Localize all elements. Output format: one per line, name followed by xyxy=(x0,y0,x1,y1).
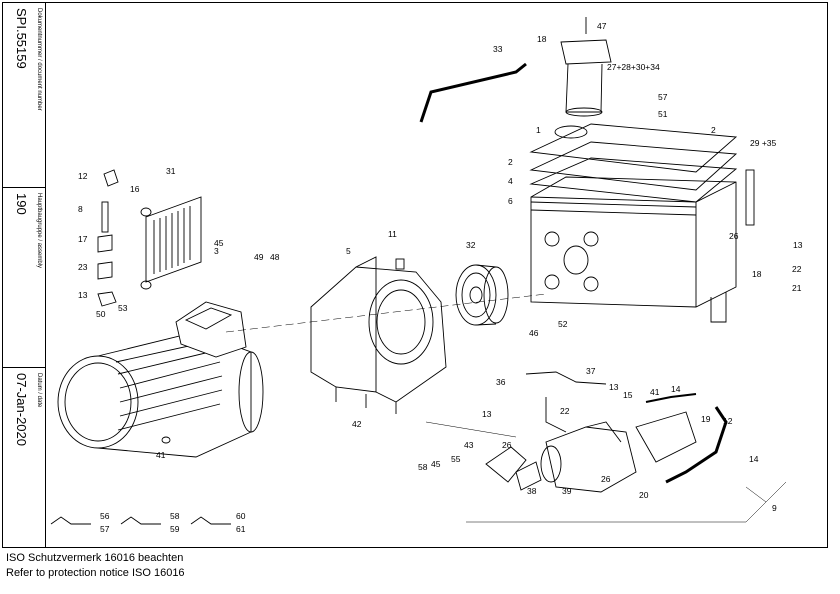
part-label: 9 xyxy=(772,503,777,513)
part-label: 1 xyxy=(536,125,541,135)
return-filter xyxy=(554,17,612,139)
coupling xyxy=(455,264,509,326)
part-label: 36 xyxy=(496,377,506,387)
part-label: 29 +35 xyxy=(750,138,777,148)
part-label: 26 xyxy=(601,474,611,484)
assembly-number: 190 xyxy=(14,193,29,215)
part-label: 53 xyxy=(118,303,128,313)
part-label: 3 xyxy=(214,246,219,256)
weld-symbols xyxy=(50,516,231,525)
part-label: 26 xyxy=(729,231,739,241)
part-label: 50 xyxy=(96,309,106,319)
part-label: 57 xyxy=(658,92,668,102)
part-label: 41 xyxy=(156,450,166,460)
part-label: 38 xyxy=(527,486,537,496)
part-label: 2 xyxy=(711,125,716,135)
exploded-view-drawing: 47 18 33 27+28+30+34 57 51 1 2 29 +35 2 … xyxy=(50,17,803,534)
part-label: 57 xyxy=(100,524,110,534)
part-label: 21 xyxy=(792,283,802,293)
date-cell: 07-Jan-2020 Datum / date xyxy=(2,367,46,548)
part-label: 14 xyxy=(749,454,759,464)
cooler-fittings xyxy=(97,169,119,307)
part-label: 39 xyxy=(562,486,572,496)
part-number-labels: 47 18 33 27+28+30+34 57 51 1 2 29 +35 2 … xyxy=(78,21,803,534)
oil-tank xyxy=(529,123,738,323)
part-label: 18 xyxy=(537,34,547,44)
part-label: 22 xyxy=(792,264,802,274)
date-label: Datum / date xyxy=(36,373,42,408)
part-label: 27+28+30+34 xyxy=(607,62,660,72)
part-label: 48 xyxy=(270,252,280,262)
part-label: 49 xyxy=(254,252,264,262)
part-label: 43 xyxy=(464,440,474,450)
oil-cooler xyxy=(140,196,202,290)
bell-housing xyxy=(310,256,447,414)
part-label: 15 xyxy=(623,390,633,400)
part-label: 22 xyxy=(560,406,570,416)
electric-motor xyxy=(57,301,264,458)
part-label: 33 xyxy=(493,44,503,54)
part-label: 41 xyxy=(650,387,660,397)
part-label: 52 xyxy=(558,319,568,329)
part-label: 16 xyxy=(130,184,140,194)
part-label: 17 xyxy=(78,234,88,244)
assembly-label: Hauptbaugruppe / assembly xyxy=(36,193,42,269)
part-label: 11 xyxy=(388,229,397,239)
part-label: 20 xyxy=(639,490,649,500)
doc-number: SPI.55159 xyxy=(14,8,29,69)
part-label: 12 xyxy=(723,416,733,426)
part-label: 19 xyxy=(701,414,711,424)
part-label: 58 xyxy=(170,511,180,521)
part-label: 42 xyxy=(352,419,362,429)
footer-line-2: Refer to protection notice ISO 16016 xyxy=(6,567,185,579)
part-label: 14 xyxy=(671,384,681,394)
drawing-frame xyxy=(2,2,828,548)
title-block: SPI.55159 Dokumentnummer / document numb… xyxy=(2,2,46,548)
level-gauge xyxy=(745,169,755,226)
part-label: 5 xyxy=(346,246,351,256)
part-label: 13 xyxy=(482,409,492,419)
part-label: 18 xyxy=(752,269,762,279)
part-label: 58 xyxy=(418,462,428,472)
breather-hose xyxy=(419,62,527,123)
part-label: 32 xyxy=(466,240,476,250)
hydraulic-pump xyxy=(485,371,728,493)
part-label: 60 xyxy=(236,511,246,521)
part-label: 45 xyxy=(431,459,441,469)
assembly-cell: 190 Hauptbaugruppe / assembly xyxy=(2,187,46,367)
part-label: 47 xyxy=(597,21,607,31)
part-label: 6 xyxy=(508,196,513,206)
part-label: 13 xyxy=(609,382,619,392)
part-label: 46 xyxy=(529,328,539,338)
part-label: 4 xyxy=(508,176,513,186)
doc-number-cell: SPI.55159 Dokumentnummer / document numb… xyxy=(2,2,46,187)
doc-number-label: Dokumentnummer / document number xyxy=(36,8,42,111)
part-label: 13 xyxy=(78,290,88,300)
part-label: 37 xyxy=(586,366,596,376)
part-label: 59 xyxy=(170,524,180,534)
part-label: 26 xyxy=(502,440,512,450)
part-label: 55 xyxy=(451,454,461,464)
part-label: 2 xyxy=(508,157,513,167)
part-label: 56 xyxy=(100,511,110,521)
part-label: 23 xyxy=(78,262,88,272)
part-label: 51 xyxy=(658,109,668,119)
date-value: 07-Jan-2020 xyxy=(14,373,29,446)
part-label: 45 xyxy=(214,238,224,248)
part-label: 8 xyxy=(78,204,83,214)
footer-line-1: ISO Schutzvermerk 16016 beachten xyxy=(6,552,184,564)
part-label: 13 xyxy=(793,240,803,250)
part-label: 31 xyxy=(166,166,176,176)
part-label: 12 xyxy=(78,171,88,181)
part-label: 61 xyxy=(236,524,246,534)
